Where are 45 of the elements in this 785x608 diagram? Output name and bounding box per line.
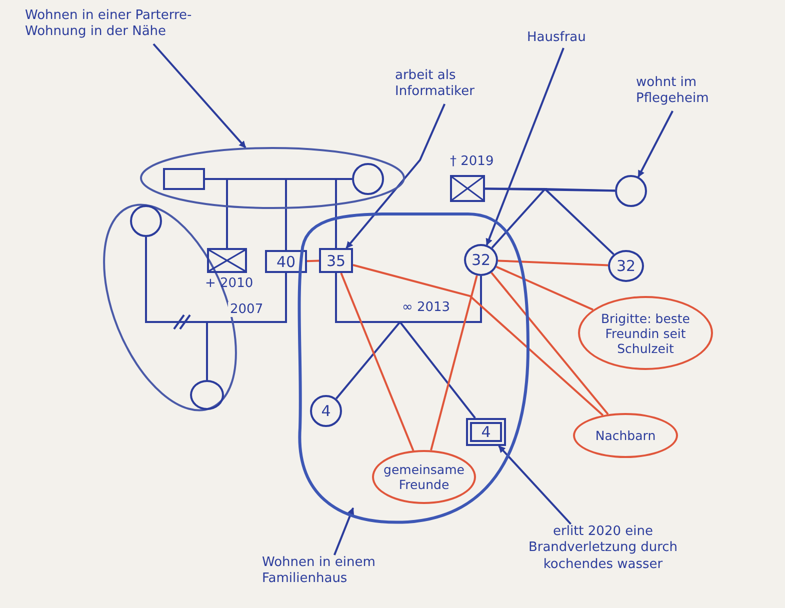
male-symbol: 35 bbox=[319, 248, 353, 273]
connector-line bbox=[335, 273, 402, 400]
female-symbol bbox=[615, 175, 647, 207]
connector-line bbox=[484, 188, 616, 192]
arrow bbox=[638, 110, 674, 178]
connector-line bbox=[398, 276, 482, 419]
annotation-text: Wohnen in einer Parterre-Wohnung in der Nähe bbox=[25, 8, 250, 44]
deceased-male-symbol bbox=[207, 248, 247, 273]
annotation-text: wohnt im Pflegeheim bbox=[636, 75, 728, 111]
death-year: † 2019 bbox=[450, 154, 494, 169]
arrow bbox=[486, 48, 564, 246]
relationship-line bbox=[498, 260, 608, 266]
arrow bbox=[346, 104, 446, 249]
deceased-male-symbol bbox=[450, 175, 485, 202]
relationship-line bbox=[306, 260, 320, 262]
annotation-text: erlitt 2020 eine Brandverletzung durch kochendes wasser bbox=[528, 524, 678, 594]
relationship-line bbox=[430, 275, 478, 450]
connector-line bbox=[205, 178, 337, 248]
female-symbol: 4 bbox=[310, 395, 342, 427]
annotation-text: Hausfrau bbox=[527, 30, 607, 48]
arrow bbox=[333, 507, 354, 556]
female-symbol bbox=[130, 205, 162, 237]
index-person-symbol: 4 bbox=[466, 418, 506, 446]
arrow bbox=[152, 43, 246, 148]
death-year: + 2010 bbox=[205, 276, 254, 291]
relationship-line bbox=[340, 272, 414, 451]
female-symbol: 32 bbox=[464, 244, 498, 276]
female-symbol: 32 bbox=[608, 250, 644, 282]
relationship-line bbox=[496, 266, 594, 311]
edge-label: 2007 bbox=[228, 302, 266, 317]
network-ellipse: gemeinsame Freunde bbox=[372, 450, 476, 504]
arrow bbox=[498, 445, 572, 525]
connector-line bbox=[485, 188, 548, 248]
female-symbol bbox=[190, 380, 224, 410]
household-outline bbox=[140, 147, 405, 209]
relationship-line bbox=[490, 272, 609, 415]
connector-line bbox=[542, 188, 616, 256]
female-symbol bbox=[352, 163, 384, 195]
network-ellipse: Brigitte: beste Freundin seit Schulzeit bbox=[578, 296, 713, 370]
annotation-text: Wohnen in einem Familienhaus bbox=[262, 555, 387, 605]
male-symbol bbox=[163, 168, 205, 190]
network-ellipse: Nachbarn bbox=[573, 413, 678, 458]
male-symbol: 40 bbox=[265, 250, 307, 273]
relationship-line bbox=[352, 264, 604, 416]
annotation-text: arbeit als Informatiker bbox=[395, 68, 510, 104]
